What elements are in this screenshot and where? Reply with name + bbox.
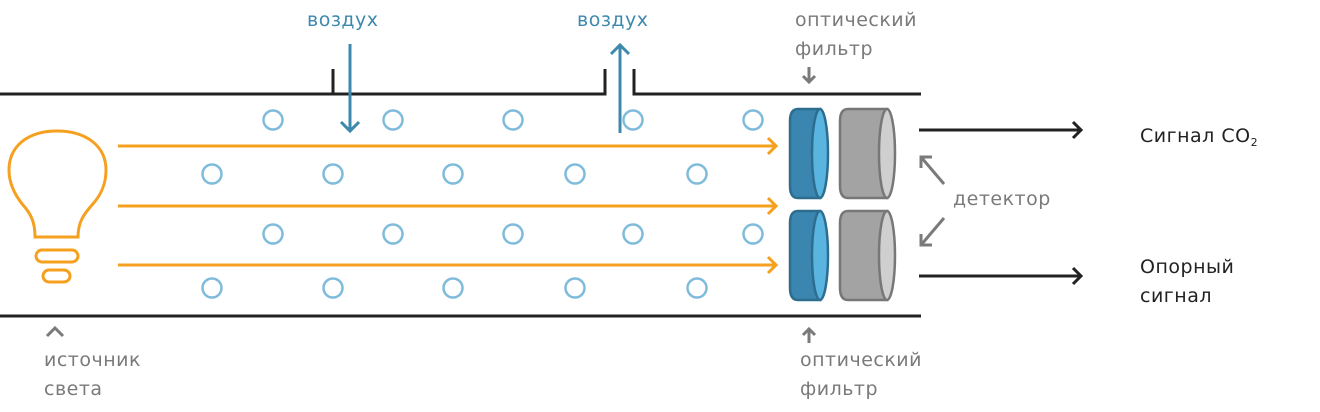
light-beams bbox=[118, 136, 779, 275]
air-outlet-label: воздух bbox=[577, 9, 649, 31]
light-beam-arrow bbox=[118, 136, 779, 156]
detector-bottom bbox=[838, 209, 897, 302]
detector-top bbox=[838, 107, 897, 200]
light-bulb-icon bbox=[7, 129, 108, 284]
reference-signal-label-line2: сигнал bbox=[1140, 285, 1212, 307]
tube-top-wall bbox=[0, 69, 921, 96]
gas-molecule-icon bbox=[201, 163, 223, 185]
light-source-caret bbox=[45, 325, 65, 338]
reference-signal-arrow bbox=[919, 266, 1084, 286]
air-inlet-label: воздух bbox=[307, 9, 379, 31]
gas-molecule-icon bbox=[262, 223, 284, 245]
light-source-label-line2: света bbox=[44, 378, 103, 400]
filter-top-label-line1: оптический bbox=[795, 9, 917, 31]
filter-bottom-arrow bbox=[801, 326, 817, 343]
light-beam-arrow bbox=[118, 196, 779, 216]
gas-molecule-icon bbox=[622, 223, 644, 245]
gas-molecule-icon bbox=[322, 277, 344, 299]
gas-molecule-icon bbox=[686, 163, 708, 185]
gas-molecule-icon bbox=[382, 223, 404, 245]
gas-molecule-icon bbox=[742, 109, 764, 131]
gas-molecules bbox=[201, 109, 764, 299]
light-beam-arrow bbox=[118, 255, 779, 275]
detector-arrow-down bbox=[919, 217, 946, 247]
optical-filter-top bbox=[788, 107, 830, 200]
signal-co2-label: Сигнал CO2 bbox=[1140, 122, 1258, 157]
signal-co2-arrow bbox=[919, 120, 1084, 140]
gas-molecule-icon bbox=[564, 163, 586, 185]
signal-co2-subscript: 2 bbox=[1250, 136, 1259, 149]
reference-signal-label-line1: Опорный bbox=[1140, 256, 1235, 278]
gas-molecule-icon bbox=[564, 277, 586, 299]
gas-molecule-icon bbox=[442, 277, 464, 299]
light-source-label-line1: источник bbox=[44, 349, 141, 371]
gas-molecule-icon bbox=[262, 109, 284, 131]
signal-co2-text: Сигнал CO bbox=[1140, 125, 1251, 147]
detector-arrow-up bbox=[919, 155, 946, 185]
gas-molecule-icon bbox=[382, 109, 404, 131]
gas-molecule-icon bbox=[201, 277, 223, 299]
gas-molecule-icon bbox=[442, 163, 464, 185]
filter-top-label-line2: фильтр bbox=[795, 38, 874, 60]
gas-molecule-icon bbox=[742, 223, 764, 245]
gas-molecule-icon bbox=[686, 277, 708, 299]
filter-bottom-label-line1: оптический bbox=[800, 349, 922, 371]
detector-label: детектор bbox=[953, 188, 1051, 210]
air-outlet-arrow bbox=[609, 42, 631, 133]
filter-top-arrow bbox=[801, 67, 817, 85]
optical-filter-bottom bbox=[788, 209, 830, 302]
filter-bottom-label-line2: фильтр bbox=[800, 378, 879, 400]
air-inlet-arrow bbox=[339, 44, 361, 134]
gas-molecule-icon bbox=[622, 109, 644, 131]
gas-molecule-icon bbox=[502, 109, 524, 131]
gas-molecule-icon bbox=[502, 223, 524, 245]
gas-molecule-icon bbox=[322, 163, 344, 185]
